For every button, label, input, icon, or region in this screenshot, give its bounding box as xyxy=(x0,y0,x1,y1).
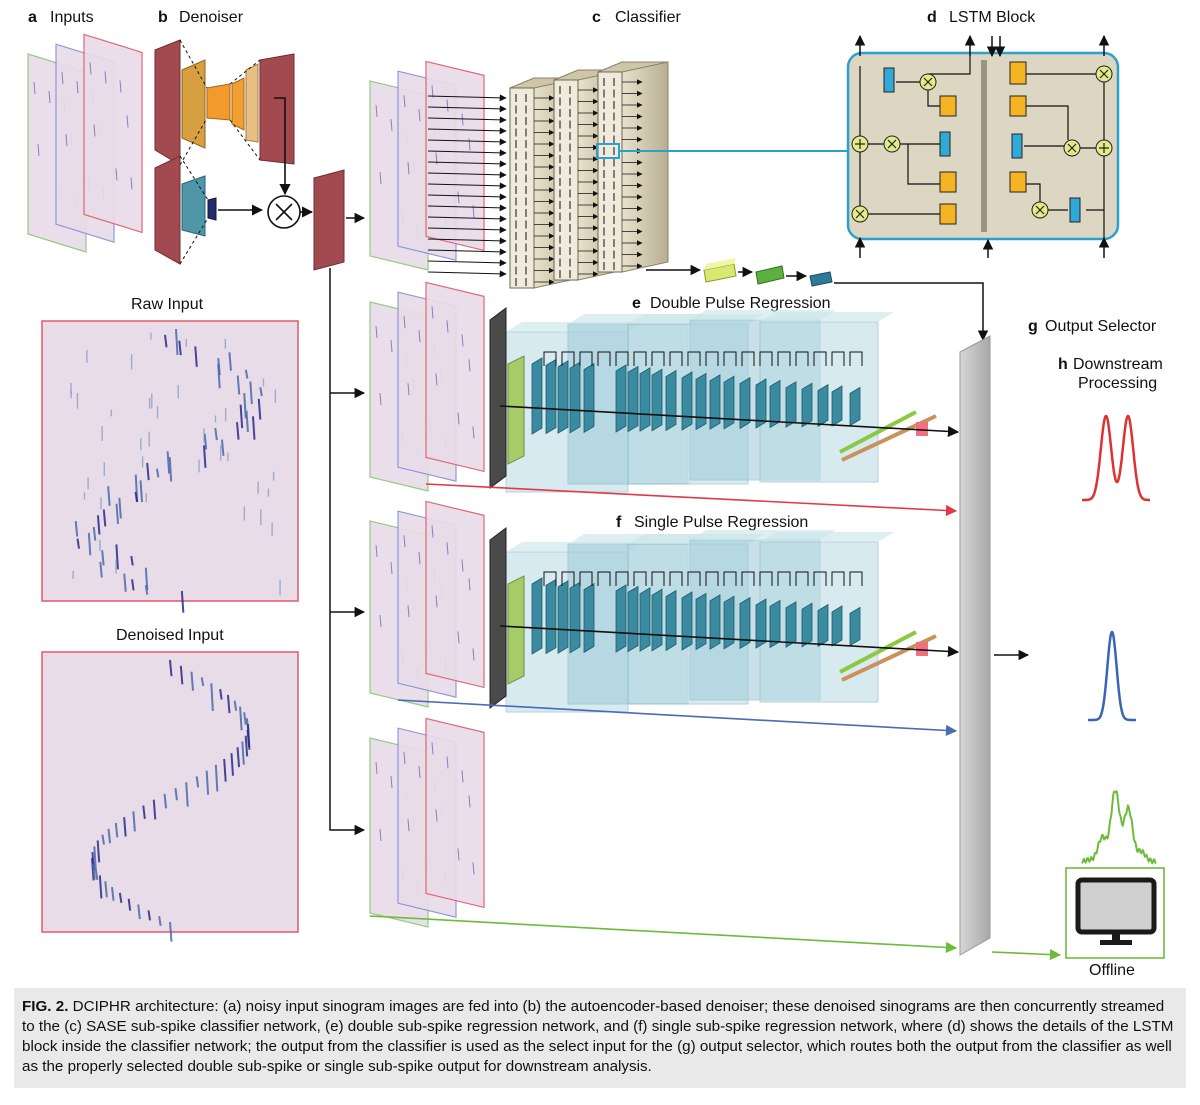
svg-text:Single Pulse Regression: Single Pulse Regression xyxy=(634,514,808,531)
classifier-output-tensors xyxy=(646,258,989,342)
svg-text:c: c xyxy=(592,9,601,26)
panel-g-label: g Output Selector xyxy=(1028,318,1157,335)
input-sinogram-stack xyxy=(27,33,143,253)
single-pulse-regression-network xyxy=(489,527,960,713)
sinogram-frame xyxy=(425,281,485,473)
svg-text:d: d xyxy=(927,9,937,26)
double-regression-input-stack xyxy=(369,281,485,492)
panel-f-label: f Single Pulse Regression xyxy=(616,514,808,531)
svg-text:e: e xyxy=(632,295,641,312)
double-pulse-output xyxy=(1082,414,1150,502)
svg-text:LSTM Block: LSTM Block xyxy=(949,9,1036,26)
dciphr-architecture-diagram: a Inputs b Denoiser c Classifier d LSTM … xyxy=(27,9,1165,979)
svg-text:Denoiser: Denoiser xyxy=(179,9,244,26)
panel-h-label: h Downstream Processing xyxy=(1058,356,1163,392)
raw-input-image xyxy=(41,320,299,613)
sinogram-frame xyxy=(425,717,485,909)
denoised-input-title: Denoised Input xyxy=(116,627,224,644)
raw-input-title: Raw Input xyxy=(131,296,204,313)
panel-c-label: c Classifier xyxy=(592,9,681,26)
single-pulse-output xyxy=(1088,630,1136,722)
offline-pulse-output xyxy=(1081,789,1157,865)
sinogram-frame xyxy=(425,60,485,252)
svg-text:Processing: Processing xyxy=(1078,375,1157,392)
offline-label: Offline xyxy=(1089,962,1135,979)
single-regression-input-stack xyxy=(369,500,485,708)
svg-text:Inputs: Inputs xyxy=(50,9,94,26)
svg-text:f: f xyxy=(616,514,622,531)
svg-text:b: b xyxy=(158,9,168,26)
svg-text:h: h xyxy=(1058,356,1068,373)
classifier-lstm-columns xyxy=(427,61,669,289)
figure-caption: FIG. 2. DCIPHR architecture: (a) noisy i… xyxy=(14,988,1186,1088)
classifier-input-stack xyxy=(369,60,485,271)
routing-arrows xyxy=(369,483,1062,961)
svg-text:Output Selector: Output Selector xyxy=(1045,318,1157,335)
caption-prefix: FIG. 2. xyxy=(22,998,69,1015)
monitor-icon xyxy=(1065,867,1165,959)
stream-split-lines xyxy=(329,212,366,836)
lstm-block-detail xyxy=(846,34,1120,258)
output-selector xyxy=(959,335,1030,956)
svg-text:Downstream: Downstream xyxy=(1073,356,1163,373)
denoised-input-image xyxy=(41,651,299,942)
panel-b-label: b Denoiser xyxy=(158,9,244,26)
svg-text:g: g xyxy=(1028,318,1038,335)
svg-text:a: a xyxy=(28,9,37,26)
panel-a-label: a Inputs xyxy=(28,9,94,26)
sinogram-frame xyxy=(83,33,143,234)
double-pulse-regression-network xyxy=(489,307,960,493)
panel-e-label: e Double Pulse Regression xyxy=(632,295,831,312)
svg-text:Double Pulse Regression: Double Pulse Regression xyxy=(650,295,831,312)
caption-text: DCIPHR architecture: (a) noisy input sin… xyxy=(22,998,1174,1075)
offline-input-stack xyxy=(369,717,485,928)
sinogram-frame xyxy=(425,500,485,689)
panel-d-label: d LSTM Block xyxy=(927,9,1036,26)
svg-text:Classifier: Classifier xyxy=(615,9,681,26)
denoiser-autoencoder xyxy=(154,39,345,271)
